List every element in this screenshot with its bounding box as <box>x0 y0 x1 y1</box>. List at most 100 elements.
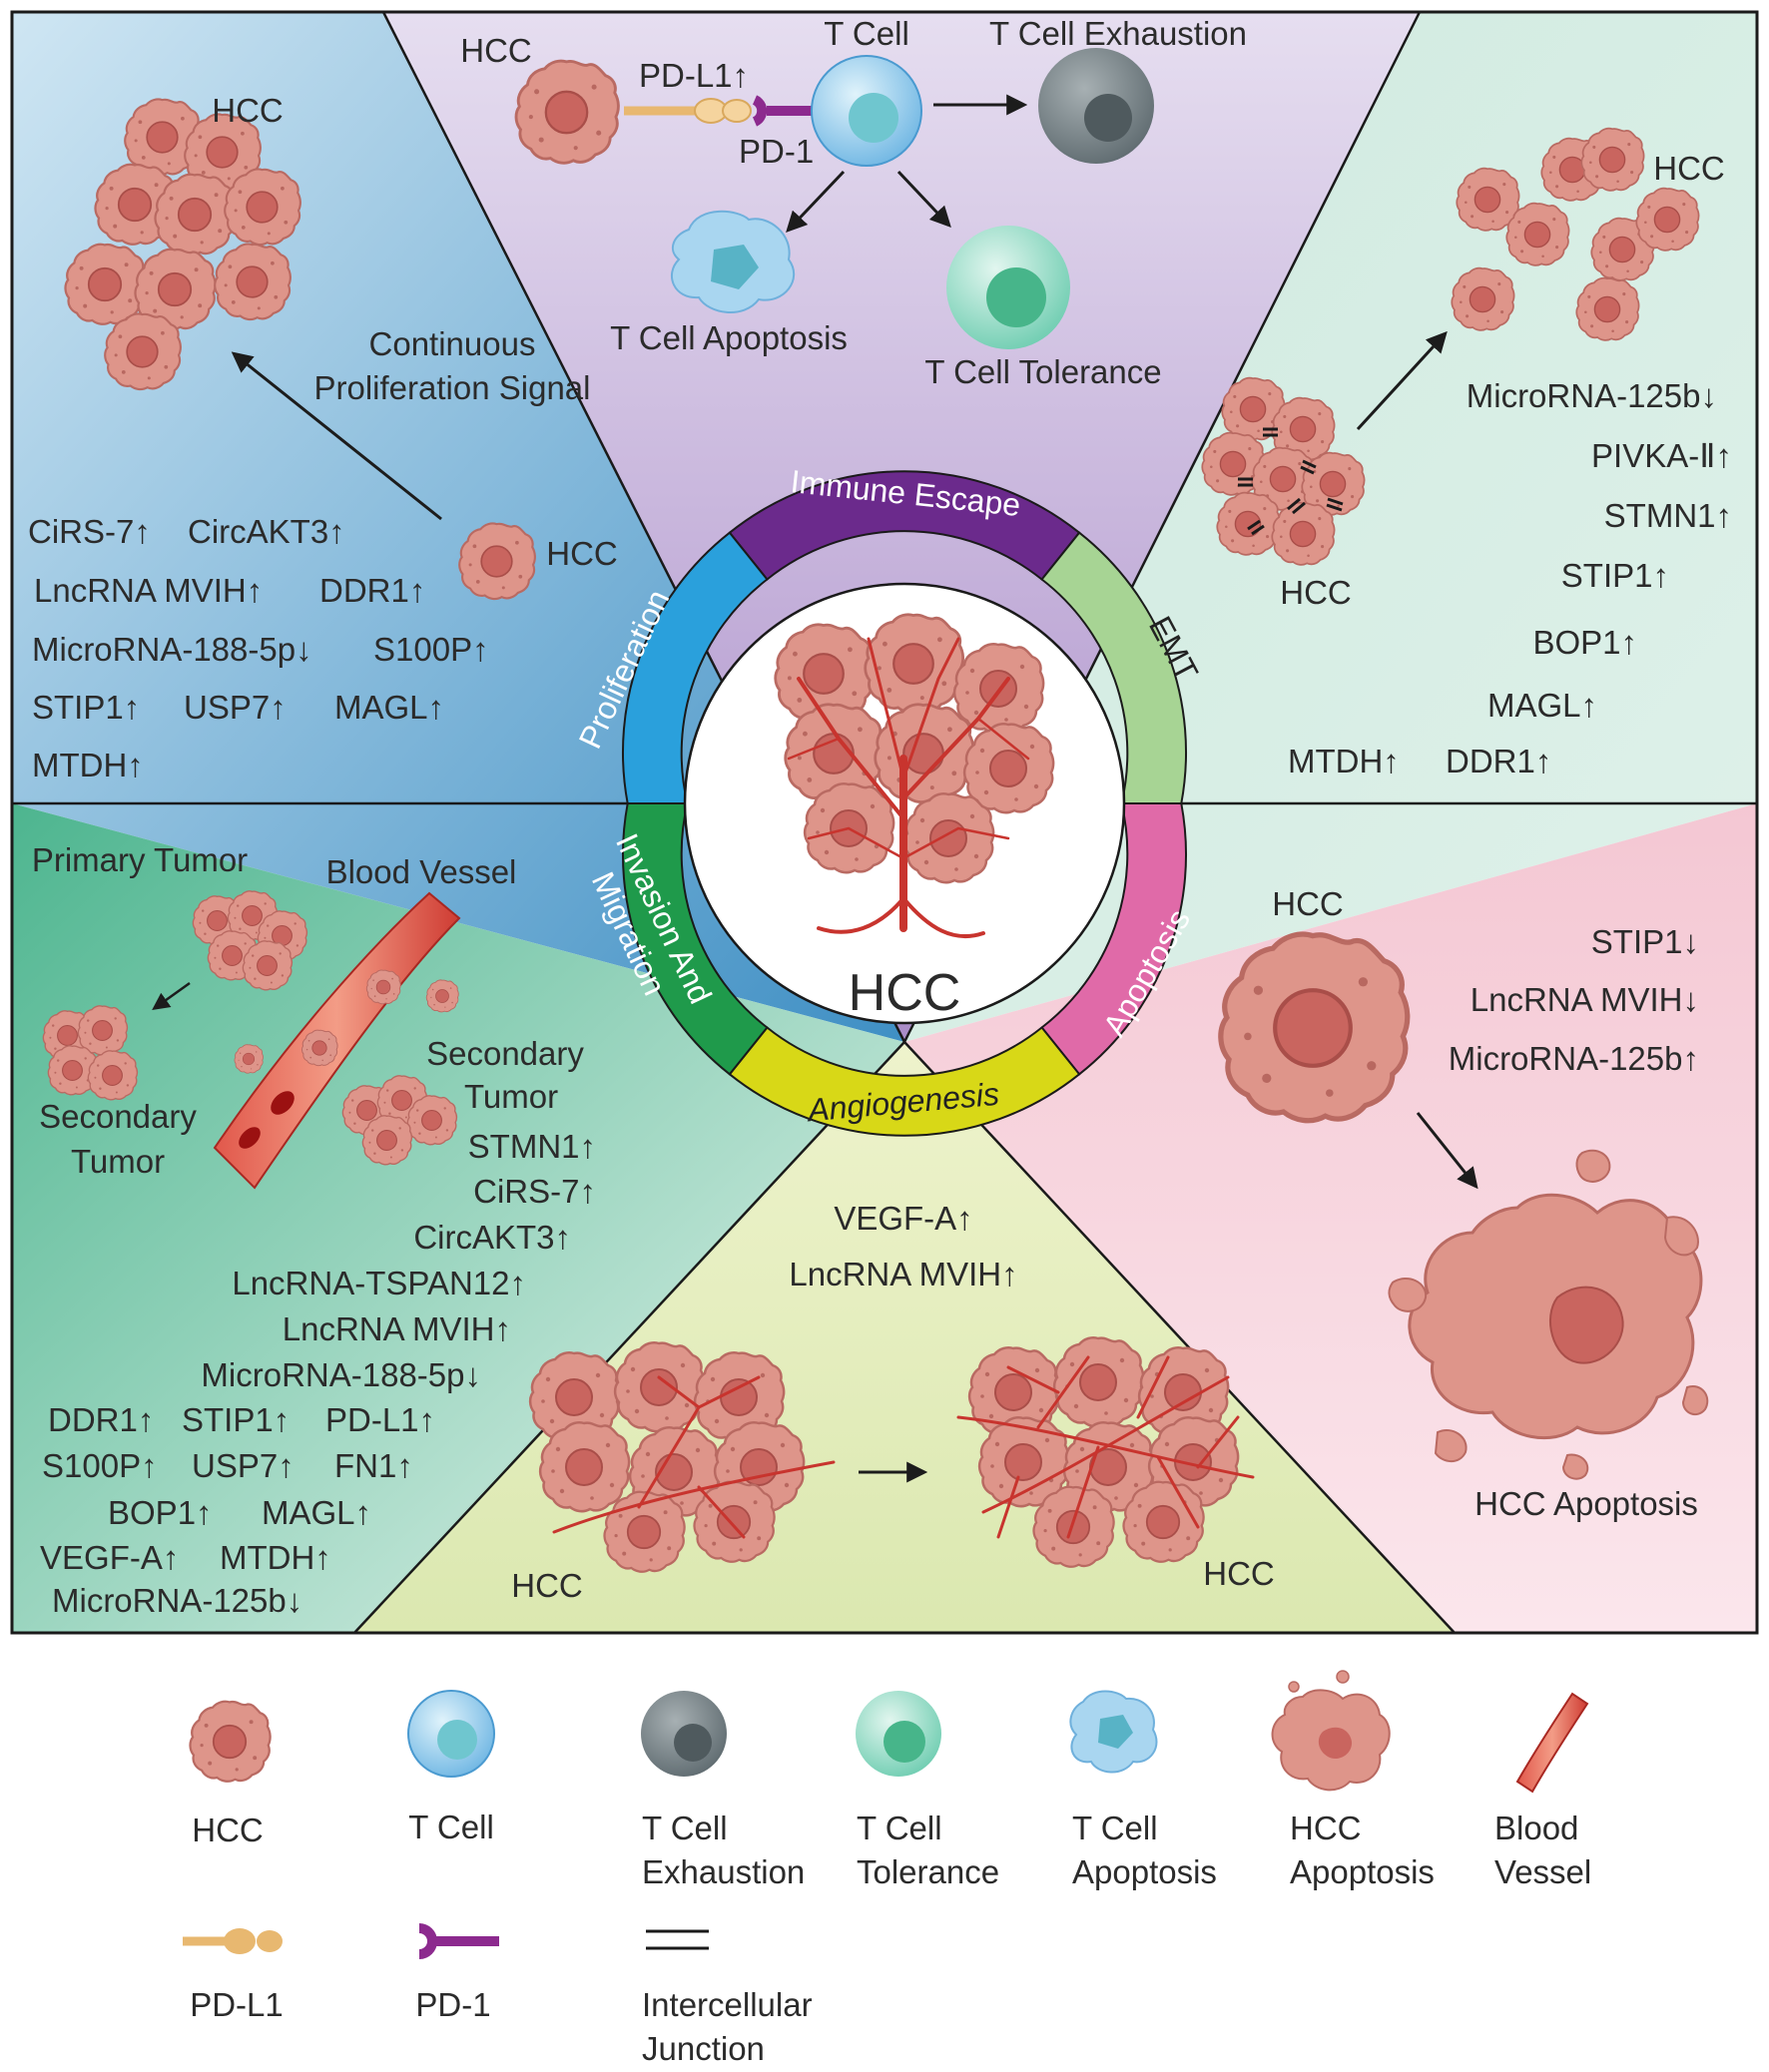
legend-intercellular-junction-icon <box>646 1929 709 1950</box>
marker: MAGL↑ <box>262 1494 371 1531</box>
legend-t-cell-nucleus <box>437 1720 477 1760</box>
pd-1-icon <box>752 95 814 127</box>
marker: USP7↑ <box>184 689 287 726</box>
legend-label: Apoptosis <box>1290 1853 1435 1890</box>
legend-label: Apoptosis <box>1072 1853 1217 1890</box>
marker: DDR1↑ <box>1446 743 1551 779</box>
marker: DDR1↑ <box>319 572 425 609</box>
marker: MicroRNA-188-5p↓ <box>201 1356 481 1393</box>
ring-segment-proliferation <box>622 531 769 804</box>
arrow-to-apoptosis <box>786 170 846 234</box>
legend-label: T Cell <box>857 1810 942 1846</box>
hcc-apoptosis-label: HCC Apoptosis <box>1474 1485 1698 1522</box>
large-hcc-cell <box>1221 934 1408 1121</box>
legend-label: Tolerance <box>857 1853 999 1890</box>
marker: STMN1↑ <box>468 1128 596 1165</box>
prolif-hcc-cluster-label: HCC <box>212 92 284 129</box>
legend-label: Vessel <box>1494 1853 1591 1890</box>
blood-vessel-label: Blood Vessel <box>326 853 517 890</box>
circulating-hcc-cell <box>234 1044 264 1074</box>
marker: FN1↑ <box>334 1447 413 1484</box>
legend-apoptosis-nucleus <box>1098 1715 1133 1749</box>
center-title: HCC <box>849 964 961 1022</box>
prolif-signal-line2: Proliferation Signal <box>314 369 591 406</box>
legend-label: T Cell <box>408 1809 494 1845</box>
marker: LncRNA MVIH↑ <box>789 1256 1017 1293</box>
invasion-migration-panel: Primary Tumor Blood Vessel Secondary Tum… <box>32 841 596 1619</box>
legend-label: Blood <box>1494 1810 1578 1846</box>
pd-l1-label: PD-L1↑ <box>639 57 749 94</box>
marker: USP7↑ <box>192 1447 295 1484</box>
marker: MTDH↑ <box>1288 743 1400 779</box>
pd-1-label: PD-1 <box>739 133 814 170</box>
circulating-hcc-cell <box>365 969 401 1005</box>
marker: LncRNA MVIH↑ <box>283 1310 511 1347</box>
pd-l1-head-2 <box>722 99 752 123</box>
legend-label: Intercellular <box>642 1986 813 2023</box>
hcc-single-cell <box>458 522 536 601</box>
apoptosis-nucleus <box>711 245 759 289</box>
angio-hcc-left-label: HCC <box>511 1567 583 1604</box>
marker: DDR1↑ <box>48 1401 154 1438</box>
legend-hcc-apoptosis-icon <box>1271 1670 1391 1792</box>
t-cell-label: T Cell <box>824 15 909 52</box>
red-blood-cell <box>271 1091 295 1115</box>
t-cell-nucleus <box>849 93 898 143</box>
legend-label: Exhaustion <box>642 1853 805 1890</box>
marker: VEGF-A↑ <box>40 1539 179 1576</box>
marker: VEGF-A↑ <box>834 1200 972 1237</box>
intercellular-junction-marks <box>1238 427 1344 536</box>
marker: CircAKT3↑ <box>188 513 345 550</box>
apoptosis-panel: HCC STIP1↓ LncRNA MVIH↓ MicroRNA-125b↑ H… <box>1221 885 1709 1522</box>
marker: S100P↑ <box>373 631 489 668</box>
marker: STIP1↓ <box>1591 923 1699 960</box>
t-cell-exhaustion-label: T Cell Exhaustion <box>989 15 1247 52</box>
invasion-markers: STMN1↑ CiRS-7↑ CircAKT3↑ LncRNA-TSPAN12↑… <box>40 1128 596 1619</box>
secondary-left-line1: Secondary <box>39 1098 197 1135</box>
immune-escape-panel: HCC PD-L1↑ PD-1 T Cell T Cell Exhaustion… <box>460 15 1247 390</box>
marker: MAGL↑ <box>1487 687 1597 724</box>
tumor-after-angiogenesis <box>956 1336 1255 1568</box>
marker: CircAKT3↑ <box>413 1219 571 1256</box>
secondary-tumor-left <box>42 1005 139 1101</box>
diagram-frame <box>10 10 1759 1635</box>
apoptosis-arrow <box>1416 1112 1478 1190</box>
marker: S100P↑ <box>42 1447 158 1484</box>
arrow-to-tolerance <box>896 170 951 229</box>
legend-tolerance-nucleus <box>884 1721 925 1763</box>
prolif-signal-line1: Continuous <box>369 325 536 362</box>
marker: STIP1↑ <box>32 689 140 726</box>
marker: MicroRNA-125b↑ <box>1449 1040 1699 1077</box>
hcc-cell-icon <box>514 59 620 165</box>
marker: STMN1↑ <box>1604 497 1732 534</box>
secondary-right-line1: Secondary <box>426 1035 584 1072</box>
marker: BOP1↑ <box>108 1494 213 1531</box>
prolif-hcc-single-label: HCC <box>546 535 618 572</box>
t-cell-tolerance-label: T Cell Tolerance <box>924 353 1161 390</box>
legend-pd-l1-icon <box>183 1928 283 1954</box>
angio-hcc-right-label: HCC <box>1203 1555 1275 1592</box>
marker: LncRNA MVIH↓ <box>1471 981 1699 1018</box>
primary-tumor-label: Primary Tumor <box>32 841 248 878</box>
marker: MicroRNA-125b↓ <box>1467 377 1717 414</box>
tumor-before-angiogenesis <box>528 1341 836 1573</box>
marker: PD-L1↑ <box>325 1401 435 1438</box>
marker: LncRNA MVIH↑ <box>34 572 263 609</box>
emt-arrow <box>1356 330 1448 431</box>
primary-to-secondary-arrow <box>152 981 191 1011</box>
marker: MicroRNA-188-5p↓ <box>32 631 312 668</box>
legend-blood-vessel-icon <box>1515 1692 1589 1794</box>
legend-label: HCC <box>192 1812 264 1848</box>
marker: STIP1↑ <box>182 1401 290 1438</box>
marker: MAGL↑ <box>334 689 444 726</box>
marker: STIP1↑ <box>1561 557 1669 594</box>
proliferation-arrow <box>231 351 442 521</box>
marker: MicroRNA-125b↓ <box>52 1582 302 1619</box>
marker: CiRS-7↑ <box>28 513 151 550</box>
marker: BOP1↑ <box>1532 624 1637 661</box>
circulating-hcc-cell <box>300 1029 338 1067</box>
legend: HCC T Cell T Cell Exhaustion T Cell Tole… <box>183 1670 1591 2067</box>
red-blood-cell <box>239 1127 261 1149</box>
exhaustion-nucleus <box>1084 94 1132 142</box>
